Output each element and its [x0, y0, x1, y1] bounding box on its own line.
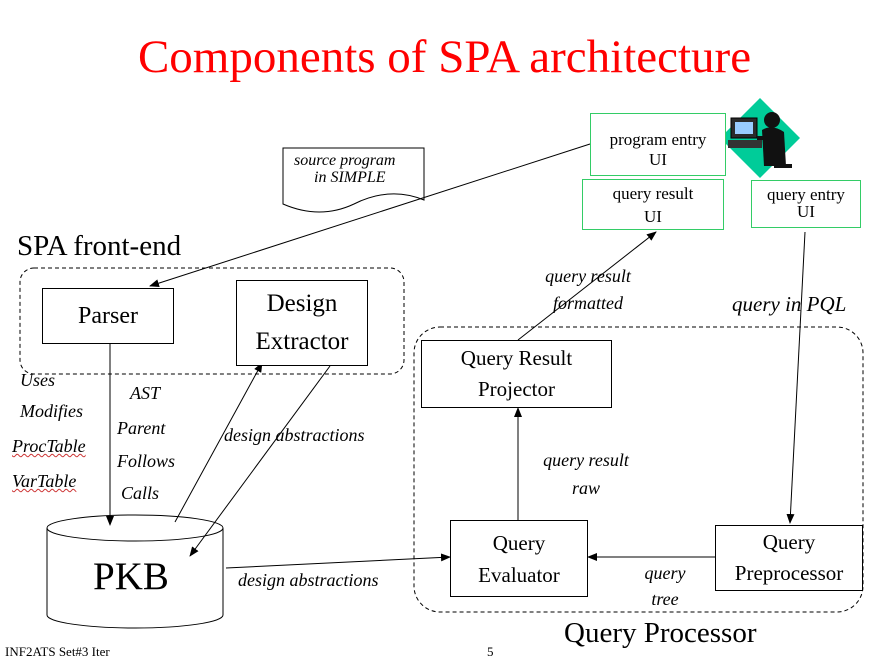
frontend-heading: SPA front-end — [17, 230, 182, 262]
query-result-ui-box: query result UI — [582, 179, 724, 230]
arrow-pkb-to-evaluator — [225, 553, 451, 569]
pkb-cylinder — [46, 514, 224, 629]
projector-line1: Query Result — [460, 346, 573, 370]
query-tree-line1: query — [644, 563, 686, 583]
design-abstractions-upper-label: design abstractions — [224, 425, 365, 445]
design-abstractions-lower-label: design abstractions — [238, 570, 379, 590]
follows-label: Follows — [117, 451, 176, 471]
parser-label: Parser — [78, 302, 138, 329]
arrow-projector-to-query-result-ui — [517, 231, 657, 341]
query-result-raw-line2: raw — [571, 478, 600, 498]
query-result-formatted-line2: formatted — [553, 293, 623, 313]
arrow-design-extractor-to-pkb — [189, 365, 331, 557]
program-entry-ui-box: program entry UI — [590, 113, 726, 176]
source-program-document — [282, 147, 425, 213]
query-entry-ui-line1: query entry — [767, 185, 845, 204]
query-processor-heading: Query Processor — [564, 617, 757, 649]
ast-label: AST — [130, 383, 161, 403]
pkb-table-vartable: VarTable — [12, 471, 77, 491]
query-result-ui-line1: query result — [612, 184, 694, 203]
query-preprocessor-box: Query Preprocessor — [715, 525, 863, 591]
program-entry-line1: program entry — [609, 130, 707, 149]
preprocessor-line2: Preprocessor — [734, 561, 844, 585]
pkb-table-uses: Uses — [20, 370, 55, 390]
query-result-raw-label: query result raw — [522, 446, 650, 502]
design-extractor-line1: Design — [266, 290, 338, 317]
evaluator-line1: Query — [492, 530, 546, 555]
arrow-query-entry-to-preprocessor — [786, 231, 806, 524]
query-in-pql-label: query in PQL — [732, 292, 847, 316]
calls-label: Calls — [121, 483, 160, 503]
design-extractor-box: Design Extractor — [236, 280, 368, 366]
query-result-raw-line1: query result — [543, 450, 629, 470]
footer-page-number: 5 — [487, 644, 494, 659]
computer-user-icon — [720, 98, 800, 178]
query-evaluator-box: Query Evaluator — [450, 520, 588, 597]
pkb-label: PKB — [93, 555, 169, 598]
projector-line2: Projector — [478, 377, 555, 401]
program-entry-line2: UI — [649, 150, 667, 169]
page-title: Components of SPA architecture — [137, 31, 752, 83]
query-result-projector-box: Query Result Projector — [421, 340, 612, 408]
query-tree-line2: tree — [651, 589, 679, 609]
evaluator-line2: Evaluator — [478, 562, 560, 587]
query-processor-region — [413, 326, 864, 613]
preprocessor-line1: Query — [762, 530, 816, 554]
parser-box: Parser — [42, 288, 174, 344]
query-entry-ui-box: query entry UI — [751, 180, 861, 228]
source-program-line2: in SIMPLE — [314, 169, 386, 186]
arrow-pkb-to-design-extractor — [174, 362, 263, 523]
arrow-program-entry-to-parser — [149, 143, 591, 288]
query-result-formatted-label: query result formatted — [520, 263, 656, 317]
pkb-table-modifies: Modifies — [20, 401, 83, 421]
frontend-region — [19, 267, 405, 375]
design-extractor-line2: Extractor — [255, 328, 349, 355]
footer-course-label: INF2ATS Set#3 Iter — [5, 644, 110, 659]
query-entry-ui-line2: UI — [797, 202, 815, 221]
source-program-label: source program in SIMPLE — [294, 152, 395, 186]
pkb-table-proctable: ProcTable — [12, 436, 86, 456]
query-tree-label: query tree — [632, 560, 698, 612]
parent-label: Parent — [117, 418, 166, 438]
query-result-formatted-line1: query result — [545, 266, 631, 286]
source-program-line1: source program — [294, 152, 396, 169]
query-result-ui-line2: UI — [644, 207, 662, 226]
